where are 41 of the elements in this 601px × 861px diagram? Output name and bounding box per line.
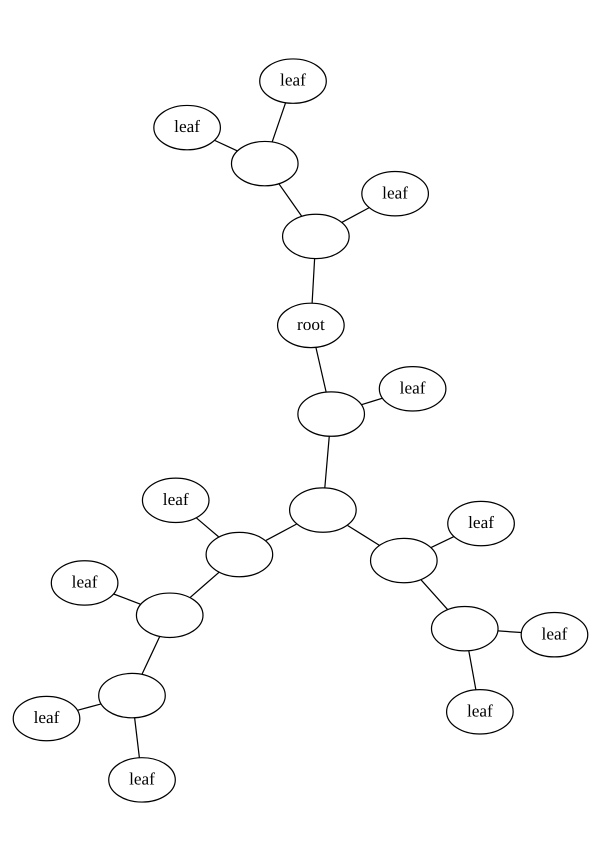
connector xyxy=(190,572,220,598)
node-ellipse: leaf xyxy=(446,689,514,735)
connector xyxy=(324,436,330,488)
node-ellipse: leaf xyxy=(12,696,80,742)
connector xyxy=(431,536,454,548)
connector xyxy=(312,258,316,303)
node-ellipse: leaf xyxy=(108,757,176,803)
node-ellipse: leaf xyxy=(378,366,447,412)
node-ellipse xyxy=(430,606,499,652)
connector xyxy=(214,140,238,152)
connector xyxy=(342,207,370,223)
node-ellipse: leaf xyxy=(50,560,119,606)
connector xyxy=(266,524,297,541)
connector xyxy=(347,524,380,546)
connector xyxy=(361,398,382,406)
connector xyxy=(498,630,522,634)
connector xyxy=(468,650,476,690)
node-ellipse xyxy=(136,592,204,638)
node-ellipse: root xyxy=(276,302,345,348)
connector xyxy=(420,580,448,610)
node-ellipse xyxy=(230,140,299,186)
node-ellipse xyxy=(288,487,357,533)
node-ellipse: leaf xyxy=(361,170,430,216)
node-ellipse: leaf xyxy=(259,58,327,104)
node-ellipse xyxy=(282,214,350,260)
connector xyxy=(113,593,141,605)
connector xyxy=(134,718,140,758)
node-ellipse: leaf xyxy=(153,104,222,150)
node-ellipse: leaf xyxy=(447,500,515,546)
node-ellipse xyxy=(297,391,366,437)
connector xyxy=(196,517,219,538)
connector xyxy=(278,183,302,217)
node-ellipse: leaf xyxy=(520,612,588,658)
node-ellipse xyxy=(206,532,274,578)
connector xyxy=(315,348,327,392)
connector xyxy=(142,636,160,674)
node-ellipse xyxy=(98,672,166,718)
node-ellipse: leaf xyxy=(142,477,210,524)
connector xyxy=(78,703,101,711)
connector xyxy=(272,102,286,142)
node-ellipse xyxy=(370,538,438,584)
